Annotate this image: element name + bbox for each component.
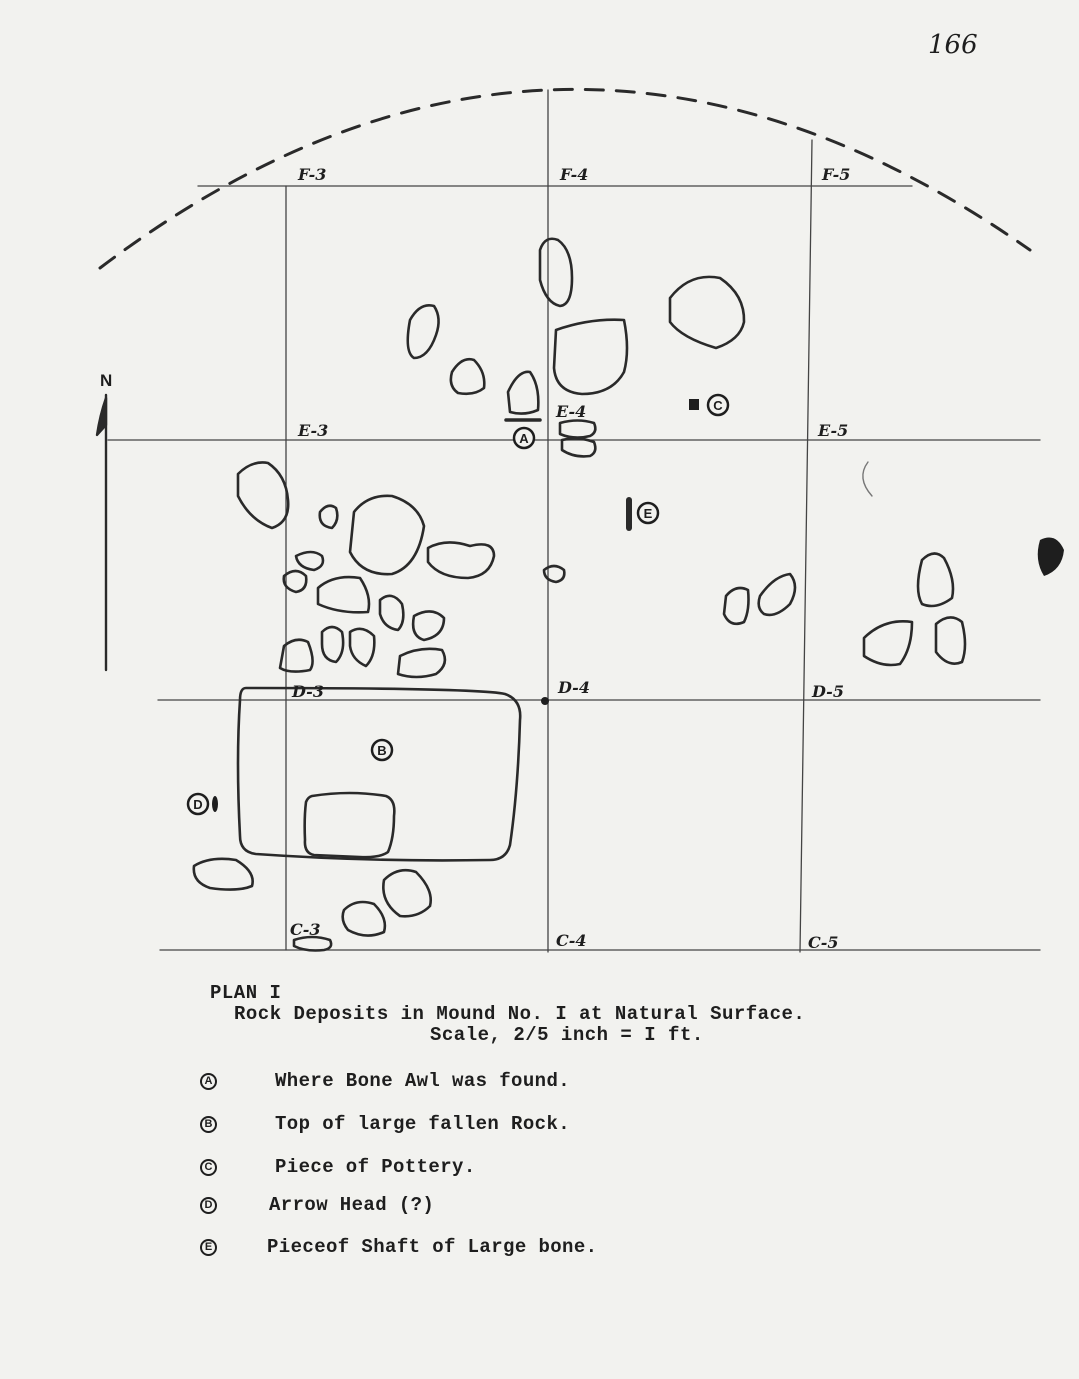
rock <box>449 357 486 396</box>
rock <box>236 461 290 530</box>
rock <box>278 638 314 673</box>
plan-subtitle: Rock Deposits in Mound No. I at Natural … <box>234 1003 806 1025</box>
legend-text-a: Where Bone Awl was found. <box>275 1070 571 1092</box>
grid-label-e4: E-4 <box>555 402 586 421</box>
rock <box>348 494 426 576</box>
north-arrow <box>95 393 108 672</box>
rock <box>378 594 405 632</box>
grid-label-c5: C-5 <box>808 933 839 952</box>
rock <box>506 370 540 415</box>
grid-lines <box>107 89 1041 953</box>
rock <box>341 900 387 937</box>
plan-marker-d-label: D <box>193 797 202 812</box>
pottery-mark <box>689 399 699 410</box>
grid-label-c3: C-3 <box>290 920 321 939</box>
rock <box>320 625 345 664</box>
legend-text-d: Arrow Head (?) <box>269 1194 435 1216</box>
legend-marker-a: A <box>200 1072 217 1090</box>
rock <box>538 237 574 308</box>
rock <box>668 275 746 350</box>
plan-scale: Scale, 2/5 inch = I ft. <box>430 1024 704 1046</box>
rock <box>916 552 955 608</box>
rock <box>316 575 371 614</box>
rock <box>757 572 797 617</box>
rock <box>542 564 566 584</box>
rock <box>192 857 254 891</box>
legend-text-b: Top of large fallen Rock. <box>275 1113 571 1135</box>
legend-marker-e: E <box>200 1238 217 1256</box>
legend-item-e: E Pieceof Shaft of Large bone. <box>200 1232 597 1262</box>
rock <box>862 620 914 667</box>
grid-label-f5: F-5 <box>821 165 850 184</box>
page-number: 166 <box>928 30 978 60</box>
plan-marker-b: B <box>370 738 394 762</box>
rock <box>406 304 440 360</box>
rock <box>294 550 325 572</box>
rock <box>722 586 750 626</box>
legend-text-e: Pieceof Shaft of Large bone. <box>267 1236 598 1258</box>
grid-label-d5: D-5 <box>811 682 844 701</box>
plan-title: PLAN I <box>210 982 282 1004</box>
plan-marker-e: E <box>636 501 660 525</box>
mound-outline-arc <box>98 87 1032 270</box>
grid-label-e3: E-3 <box>297 421 328 440</box>
plan-marker-c-label: C <box>713 398 723 413</box>
survey-point <box>541 697 549 705</box>
pencil-mark <box>862 461 873 497</box>
rock <box>292 935 333 952</box>
rock <box>318 504 339 530</box>
grid-label-d3: D-3 <box>291 682 324 701</box>
rock <box>552 318 629 396</box>
rock <box>382 868 432 918</box>
rock-deposits <box>192 237 967 952</box>
legend-item-a: A Where Bone Awl was found. <box>200 1066 570 1096</box>
plan-marker-a-label: A <box>519 431 529 446</box>
large-rock-outline <box>236 686 522 862</box>
legend-item-d: D Arrow Head (?) <box>200 1190 434 1220</box>
plan-marker-e-label: E <box>644 506 653 521</box>
rock <box>282 569 308 594</box>
rock <box>560 437 597 458</box>
rock <box>411 610 446 642</box>
legend-text-c: Piece of Pottery. <box>275 1156 476 1178</box>
inner-rock-outline <box>303 791 396 859</box>
grid-label-d4: D-4 <box>557 678 590 697</box>
grid-label-f4: F-4 <box>559 165 588 184</box>
plan-marker-d: D <box>186 792 210 816</box>
legend-marker-b: B <box>200 1115 217 1133</box>
grid-label-f3: F-3 <box>297 165 326 184</box>
plan-marker-a: A <box>512 426 536 450</box>
plan-drawing: F-3 F-4 F-5 E-3 E-4 E-5 D-3 D-4 D-5 C-3 … <box>95 87 1064 953</box>
rock <box>558 419 597 439</box>
legend-marker-d: D <box>200 1196 217 1214</box>
rock <box>426 541 496 580</box>
grid-line-col-5 <box>799 139 813 953</box>
north-label: N <box>100 371 112 390</box>
rock <box>934 616 967 665</box>
legend-item-c: C Piece of Pottery. <box>200 1152 476 1182</box>
arrow-head-mark <box>212 796 218 812</box>
grid-label-e5: E-5 <box>817 421 848 440</box>
rock <box>396 647 447 679</box>
margin-blot <box>1037 537 1064 576</box>
legend-marker-c: C <box>200 1158 217 1176</box>
plan-marker-b-label: B <box>377 743 386 758</box>
plan-marker-c: C <box>706 393 730 417</box>
rock <box>348 627 376 668</box>
grid-label-c4: C-4 <box>556 931 587 950</box>
legend-item-b: B Top of large fallen Rock. <box>200 1109 570 1139</box>
